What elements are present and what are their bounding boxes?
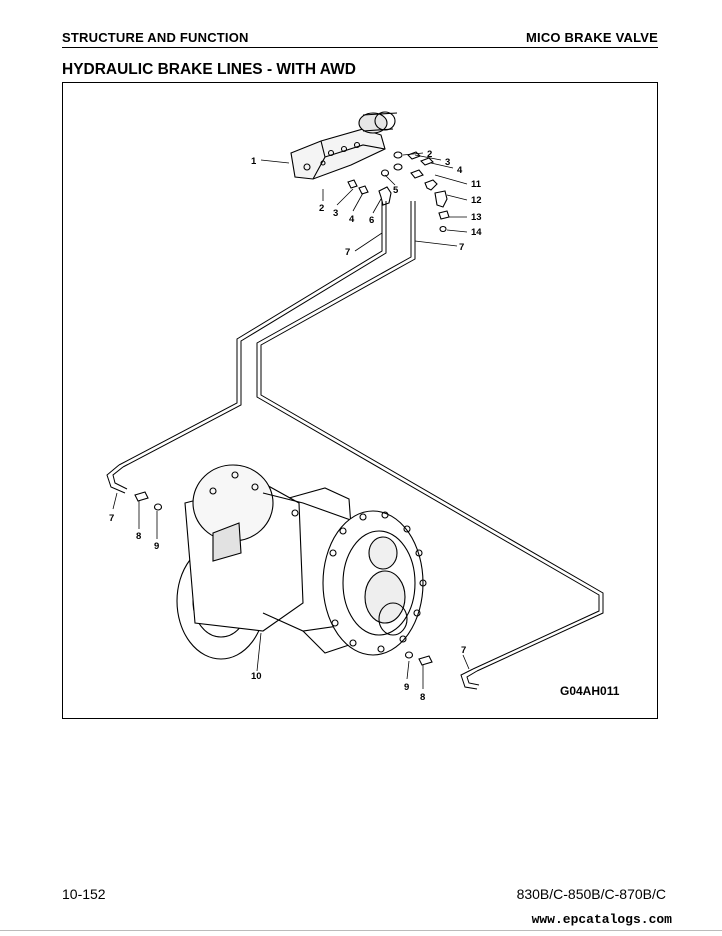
model-list: 830B/C-850B/C-870B/C (516, 886, 666, 902)
valve-fittings (347, 151, 450, 233)
left-axle-fittings (134, 491, 163, 511)
header-section-label: STRUCTURE AND FUNCTION (62, 30, 249, 45)
callout-8-right: 8 (420, 692, 425, 703)
callout-10: 10 (251, 671, 262, 682)
callout-1: 1 (251, 156, 257, 167)
header-divider (62, 47, 658, 48)
right-axle-fittings (404, 651, 433, 666)
callout-7-left: 7 (109, 513, 114, 524)
callout-4: 4 (457, 165, 463, 176)
page-number: 10-152 (62, 886, 106, 902)
callout-14: 14 (471, 227, 482, 238)
callout-leaders (112, 152, 470, 689)
brake-lines-figure: 1 2 3 4 5 6 7 11 12 13 14 7 7 8 9 10 9 8… (62, 82, 658, 719)
callout-4-lower: 4 (349, 214, 355, 225)
callout-9-right: 9 (404, 682, 409, 693)
callout-5: 5 (393, 185, 399, 196)
callout-13: 13 (471, 212, 482, 223)
figure-id: G04AH011 (560, 684, 620, 698)
page-title: HYDRAULIC BRAKE LINES - WITH AWD (62, 61, 356, 78)
callout-6: 6 (369, 215, 374, 226)
callout-11: 11 (471, 179, 482, 190)
callout-9-left: 9 (154, 541, 159, 552)
callout-3-lower: 3 (333, 208, 338, 219)
callout-3: 3 (445, 157, 450, 168)
callout-7-right: 7 (461, 645, 466, 656)
callout-7-upper-right: 7 (459, 242, 464, 253)
axle-assembly (176, 464, 427, 660)
bottom-divider (0, 930, 722, 931)
callout-7-upper-left: 7 (345, 247, 350, 258)
header-component-label: MICO BRAKE VALVE (525, 30, 658, 45)
callout-12: 12 (471, 195, 482, 206)
callout-2-lower: 2 (319, 203, 324, 214)
brake-lines-diagram: 1 2 3 4 5 6 7 11 12 13 14 7 7 8 9 10 9 8… (106, 111, 620, 703)
brake-line-tubes (106, 201, 604, 690)
callout-2: 2 (427, 149, 432, 160)
callout-8-left: 8 (136, 531, 141, 542)
watermark-link[interactable]: www.epcatalogs.com (531, 912, 672, 927)
brake-valve-assembly (290, 111, 398, 180)
